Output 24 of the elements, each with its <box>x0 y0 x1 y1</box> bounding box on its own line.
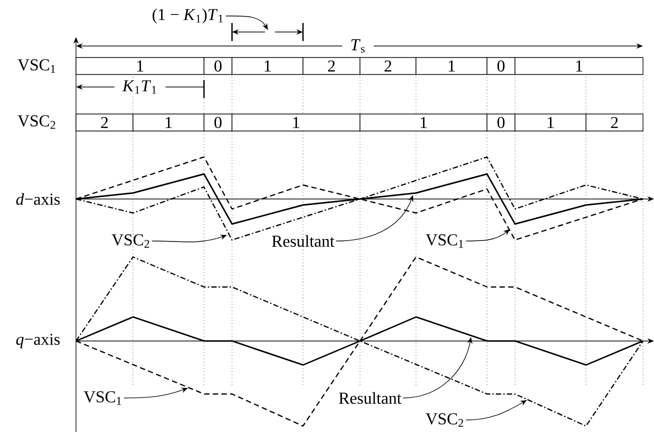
segment-box: 0 <box>204 114 232 132</box>
segment-box: 0 <box>486 57 516 75</box>
leader-line <box>466 229 510 242</box>
segment-box: 0 <box>486 114 516 132</box>
row-label: VSC$_{2}$ <box>18 115 56 129</box>
segment-box: 2 <box>586 114 644 132</box>
axis-label: q−axis <box>16 334 60 348</box>
callout-text: VSC$_{1}$ <box>84 391 122 405</box>
row-label: VSC$_{1}$ <box>18 59 56 73</box>
callout-text: VSC$_{2}$ <box>426 413 464 427</box>
segment-box: 2 <box>302 57 360 75</box>
dimension-label: T$_{s}$ <box>342 38 374 54</box>
callout-text: (1 − K$_{1}$)T$_{1}$ <box>152 8 223 24</box>
segment-box: 2 <box>360 57 416 75</box>
leader-line <box>225 16 268 30</box>
callout-text: Resultant <box>272 235 334 247</box>
axis-label: d−axis <box>16 193 60 205</box>
callout-text: VSC$_{1}$ <box>426 234 464 248</box>
segment-box: 2 <box>76 114 134 132</box>
callout-text: Resultant <box>339 392 402 404</box>
callout-text: VSC$_{2}$ <box>112 234 150 248</box>
leader-line <box>466 400 527 420</box>
segment-box: 0 <box>204 57 232 75</box>
dimension-label: K$_{1}$T$_{1}$ <box>114 79 166 95</box>
